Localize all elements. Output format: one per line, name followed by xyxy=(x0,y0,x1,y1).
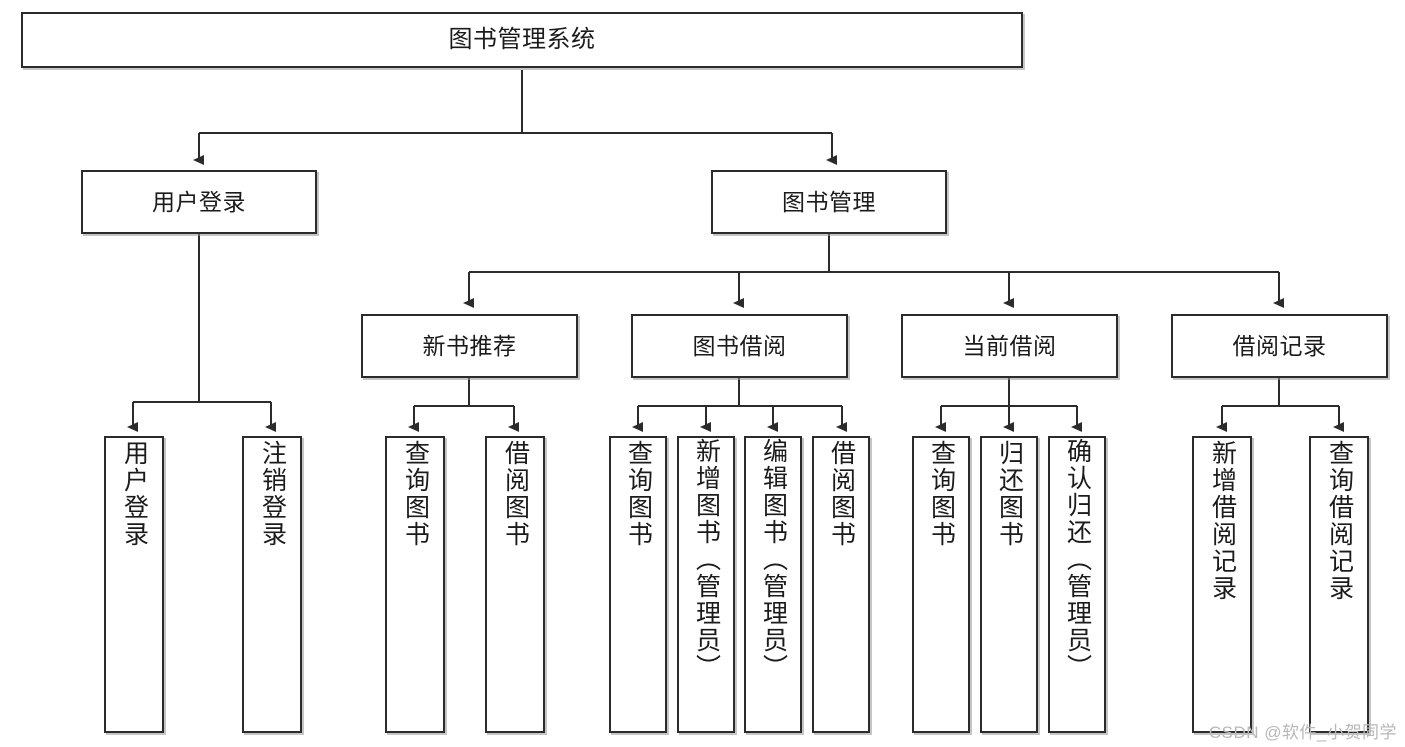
leaf-query-book-2[interactable]: 查询图书 xyxy=(609,436,667,733)
leaf-return-book-label: 归还图书 xyxy=(995,440,1024,548)
node-root[interactable]: 图书管理系统 xyxy=(21,12,1023,68)
leaf-confirm-return[interactable]: 确认归还（管理员） xyxy=(1048,436,1106,733)
node-user-login[interactable]: 用户登录 xyxy=(81,170,317,234)
leaf-query-book-1-label: 查询图书 xyxy=(401,440,430,548)
leaf-borrow-book-2-label: 借阅图书 xyxy=(827,440,856,548)
leaf-query-book-1[interactable]: 查询图书 xyxy=(385,436,445,733)
node-new-book-rec[interactable]: 新书推荐 xyxy=(361,314,578,378)
leaf-borrow-book-1[interactable]: 借阅图书 xyxy=(485,436,545,733)
leaf-edit-book-label: 编辑图书（管理员） xyxy=(759,438,788,681)
node-borrow-record[interactable]: 借阅记录 xyxy=(1171,314,1388,378)
node-current-borrow-label: 当前借阅 xyxy=(962,332,1057,359)
node-new-book-rec-label: 新书推荐 xyxy=(422,332,517,359)
leaf-borrow-book-2[interactable]: 借阅图书 xyxy=(812,436,870,733)
leaf-borrow-book-1-label: 借阅图书 xyxy=(501,440,530,548)
leaf-query-book-3-label: 查询图书 xyxy=(927,440,956,548)
leaf-query-book-3[interactable]: 查询图书 xyxy=(912,436,970,733)
leaf-logout-login-label: 注销登录 xyxy=(258,440,287,548)
node-book-borrow[interactable]: 图书借阅 xyxy=(631,314,848,378)
node-root-label: 图书管理系统 xyxy=(448,26,596,54)
leaf-add-book-label: 新增图书（管理员） xyxy=(692,438,721,681)
leaf-add-record[interactable]: 新增借阅记录 xyxy=(1192,436,1252,733)
leaf-user-login-label: 用户登录 xyxy=(120,440,149,548)
node-book-manage-label: 图书管理 xyxy=(782,188,876,215)
leaf-return-book[interactable]: 归还图书 xyxy=(980,436,1038,733)
leaf-query-record-label: 查询借阅记录 xyxy=(1325,440,1354,602)
node-borrow-record-label: 借阅记录 xyxy=(1232,332,1327,359)
node-book-borrow-label: 图书借阅 xyxy=(692,332,787,359)
leaf-edit-book[interactable]: 编辑图书（管理员） xyxy=(744,436,802,733)
leaf-add-book[interactable]: 新增图书（管理员） xyxy=(677,436,735,733)
leaf-user-login[interactable]: 用户登录 xyxy=(104,436,164,733)
leaf-logout-login[interactable]: 注销登录 xyxy=(242,436,302,733)
leaf-query-book-2-label: 查询图书 xyxy=(624,440,653,548)
node-current-borrow[interactable]: 当前借阅 xyxy=(901,314,1118,378)
leaf-confirm-return-label: 确认归还（管理员） xyxy=(1063,438,1092,681)
leaf-query-record[interactable]: 查询借阅记录 xyxy=(1309,436,1369,733)
leaf-add-record-label: 新增借阅记录 xyxy=(1208,440,1237,602)
node-user-login-label: 用户登录 xyxy=(152,188,246,215)
node-book-manage[interactable]: 图书管理 xyxy=(711,170,947,234)
